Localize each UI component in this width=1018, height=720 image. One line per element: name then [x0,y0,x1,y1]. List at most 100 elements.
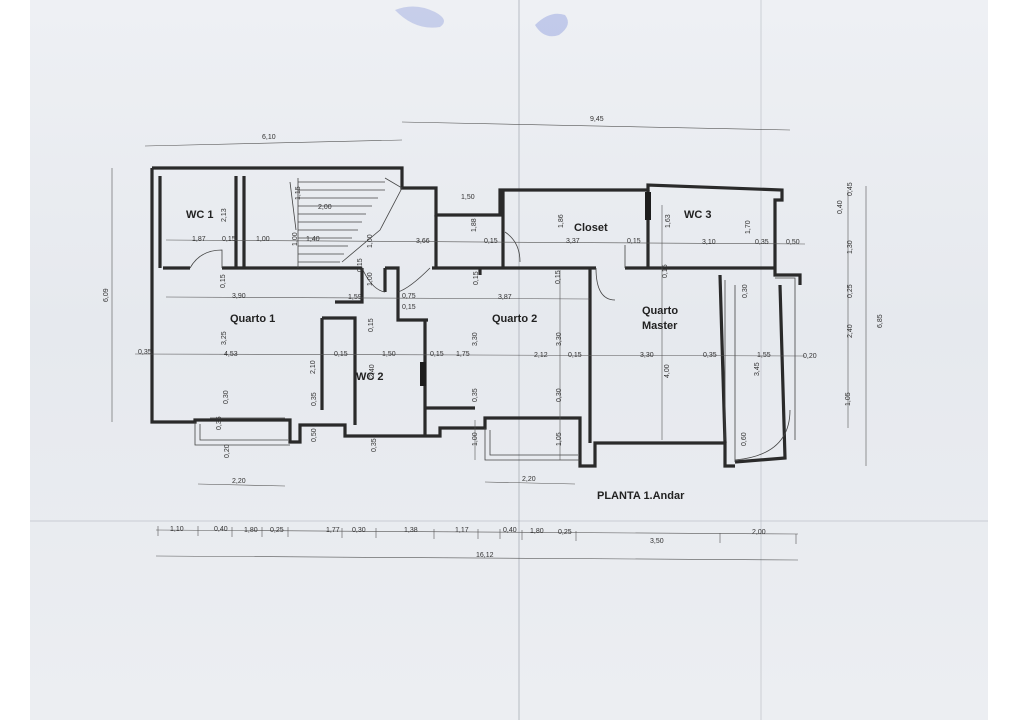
dimension-label: 0,35 [371,438,378,452]
dimension-label: 0,15 [662,264,669,278]
room-label-wc1: WC 1 [186,209,214,221]
dimension-label: 1,00 [367,272,374,286]
dimension-label: 1,05 [845,392,852,406]
dimension-label: 0,20 [803,353,817,360]
dimension-label: 0,30 [742,284,749,298]
dimension-label: 1,80 [530,528,544,535]
plan-title: PLANTA 1.Andar [597,490,685,502]
room-label-quarto-master: Quarto [642,305,678,317]
dimension-label: 0,20 [224,444,231,458]
dimension-label: 0,15 [368,318,375,332]
dimension-label: 3,25 [221,331,228,345]
wall-detail [420,362,426,386]
dimension-label: 1,55 [757,352,771,359]
door-swings [189,231,626,301]
dimension-label: 2,12 [534,352,548,359]
dimension-label: 2,20 [232,478,246,485]
dimension-lines [111,121,867,561]
dimension-label: 0,35 [138,349,152,356]
paper-sheet [30,0,988,720]
dimension-label: 1,30 [847,240,854,254]
dimension-label: 1,05 [556,432,563,446]
windows [194,277,796,462]
dimension-label: 0,60 [741,432,748,446]
dimension-label: 0,30 [352,527,366,534]
dimension-label: 0,25 [847,284,854,298]
dimension-label: 1,59 [348,294,362,301]
dimension-label: 3,10 [702,239,716,246]
dimension-label: 2,00 [752,529,766,536]
dimension-label: 1,75 [456,351,470,358]
dimension-label: 0,15 [627,238,641,245]
dimension-label: 6,10 [262,134,276,141]
dimension-label: 0,15 [220,274,227,288]
dimension-label: 1,86 [558,214,565,228]
dimension-label: 1,63 [665,214,672,228]
dimension-label: 2,00 [318,204,332,211]
dimension-label: 1,87 [192,236,206,243]
dimension-label: 0,35 [703,352,717,359]
dimension-label: 0,35 [472,388,479,402]
dimension-label: 0,30 [223,390,230,404]
dimension-label: 0,35 [755,239,769,246]
dimension-label: 0,15 [473,271,480,285]
dimension-label: 6,09 [103,288,110,302]
dimension-label: 0,15 [222,236,236,243]
dimension-label: 0,25 [558,529,572,536]
ink-smudge [395,6,568,37]
dimension-label: 0,35 [311,392,318,406]
dimension-label: 3,30 [640,352,654,359]
dimension-label: 1,00 [367,234,374,248]
dimension-label: 6,85 [877,314,884,328]
paper-crease [30,520,988,522]
dimension-label: 0,35 [216,416,223,430]
dimension-label: 0,15 [334,351,348,358]
dimension-label: 3,66 [416,238,430,245]
dimension-label: 1,40 [306,236,320,243]
paper-crease [760,0,762,720]
dimension-label: 0,50 [311,428,318,442]
dimension-label: 2,10 [310,360,317,374]
dimension-label: 3,30 [472,332,479,346]
dimension-label: 1,50 [461,194,475,201]
dimension-label: 2,13 [221,208,228,222]
dimension-label: 3,30 [556,332,563,346]
dimension-label: 1,38 [404,527,418,534]
dimension-label: 1,10 [170,526,184,533]
dimension-label: 4,00 [664,364,671,378]
staircase [289,177,403,268]
dimension-label: 1,17 [455,527,469,534]
dimension-label: 1,00 [472,432,479,446]
dimension-label: 1,70 [745,220,752,234]
dimension-label: 0,40 [214,526,228,533]
dimension-label: 2,40 [847,324,854,338]
room-label-quarto2: Quarto 2 [492,313,537,325]
dimension-ticks [157,526,797,544]
dimension-label: 0,15 [568,352,582,359]
room-label-quarto-master: Master [642,320,678,332]
dimension-label: 3,45 [754,362,761,376]
dimension-label: 3,50 [650,538,664,545]
dimension-label: 1,50 [382,351,396,358]
room-label-wc2: WC 2 [356,371,384,383]
dimension-label: 0,25 [270,527,284,534]
dimension-label: 1,00 [256,236,270,243]
dimension-label: 1,80 [244,527,258,534]
room-label-quarto1: Quarto 1 [230,313,275,325]
dimension-label: 0,40 [503,527,517,534]
dimension-label: 3,90 [232,293,246,300]
dimension-label: 3,87 [498,294,512,301]
dimension-label: 1,88 [471,218,478,232]
dimension-label: 0,15 [484,238,498,245]
dimension-label: 1,15 [295,186,302,200]
dimension-label: 2,20 [522,476,536,483]
dimension-label: 0,15 [430,351,444,358]
dimension-label: 0,15 [357,258,364,272]
dimension-label: 0,40 [837,200,844,214]
paper-crease [518,0,520,720]
dimension-label: 0,75 [402,293,416,300]
dimension-label: 0,50 [786,239,800,246]
dimension-label: 3,37 [566,238,580,245]
interior-walls [163,176,775,444]
